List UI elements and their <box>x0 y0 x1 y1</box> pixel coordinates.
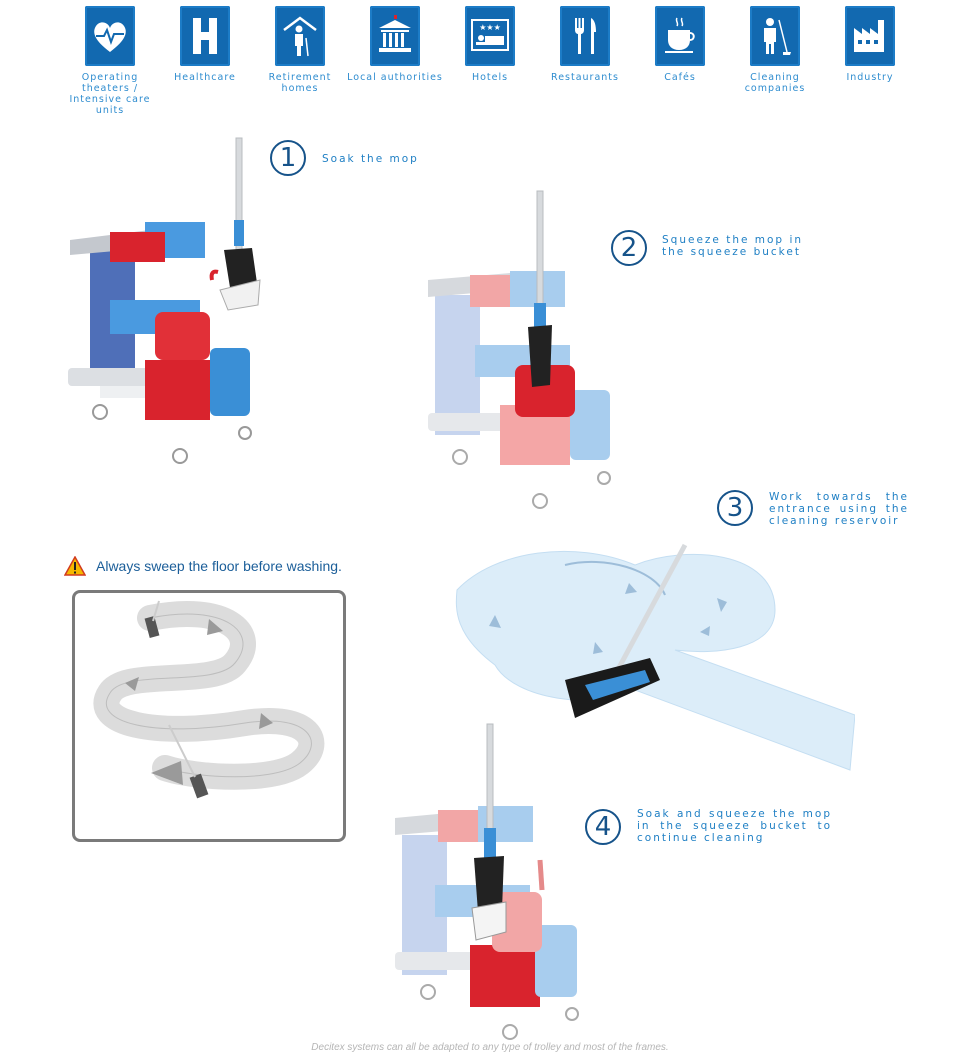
coffee-cup-icon <box>655 6 705 66</box>
step-4-badge: 4 <box>585 809 621 845</box>
step-3-badge: 3 <box>717 490 753 526</box>
step-1-text: Soak the mop <box>322 153 419 165</box>
elderly-person-icon <box>275 6 325 66</box>
trolley-step-1-illustration <box>68 137 261 464</box>
trolley-step-4-illustration <box>395 723 579 1040</box>
sector-healthcare: Healthcare <box>157 6 253 83</box>
trolley-step-2-illustration <box>428 190 611 509</box>
sector-cleaning-companies: Cleaning companies <box>727 6 823 94</box>
heart-monitor-icon <box>85 6 135 66</box>
sector-industry: Industry <box>822 6 918 83</box>
sector-hotels: ★★★ Hotels <box>442 6 538 83</box>
sector-label: Cleaning companies <box>744 72 806 94</box>
fork-knife-icon <box>560 6 610 66</box>
step-4-text: Soak and squeeze the mop in the squeeze … <box>637 808 832 844</box>
warning-triangle-icon <box>64 556 86 576</box>
svg-text:★★★: ★★★ <box>479 23 501 32</box>
step-1-badge: 1 <box>270 140 306 176</box>
sector-label: Healthcare <box>174 72 236 83</box>
warning-text: Always sweep the floor before washing. <box>96 558 342 574</box>
step-2-text: Squeeze the mop in the squeeze bucket <box>662 234 804 258</box>
floor-path-illustration <box>455 543 855 771</box>
sector-cafes: Cafés <box>632 6 728 83</box>
sweep-warning: Always sweep the floor before washing. <box>64 556 342 576</box>
step-2-badge: 2 <box>611 230 647 266</box>
sector-retirement-homes: Retirement homes <box>252 6 348 94</box>
sector-label: Industry <box>846 72 894 83</box>
sector-label: Cafés <box>664 72 696 83</box>
cleaner-icon <box>750 6 800 66</box>
sector-label: Retirement homes <box>268 72 332 94</box>
government-building-icon <box>370 6 420 66</box>
sector-local-authorities: Local authorities <box>347 6 443 83</box>
hospital-h-icon <box>180 6 230 66</box>
hotel-bed-icon: ★★★ <box>465 6 515 66</box>
footer-note: Decitex systems can all be adapted to an… <box>311 1042 669 1053</box>
sector-icons-row: Operating theaters / Intensive care unit… <box>60 6 920 126</box>
sector-operating-theaters: Operating theaters / Intensive care unit… <box>62 6 158 116</box>
sweep-diagram-box <box>72 590 346 842</box>
factory-icon <box>845 6 895 66</box>
sector-label: Operating theaters / Intensive care unit… <box>69 72 151 116</box>
sweep-path-illustration <box>93 600 325 799</box>
sector-label: Restaurants <box>551 72 619 83</box>
step-3-text: Work towards the entrance using the clea… <box>769 491 909 527</box>
sector-restaurants: Restaurants <box>537 6 633 83</box>
sector-label: Local authorities <box>347 72 443 83</box>
sector-label: Hotels <box>471 72 509 83</box>
